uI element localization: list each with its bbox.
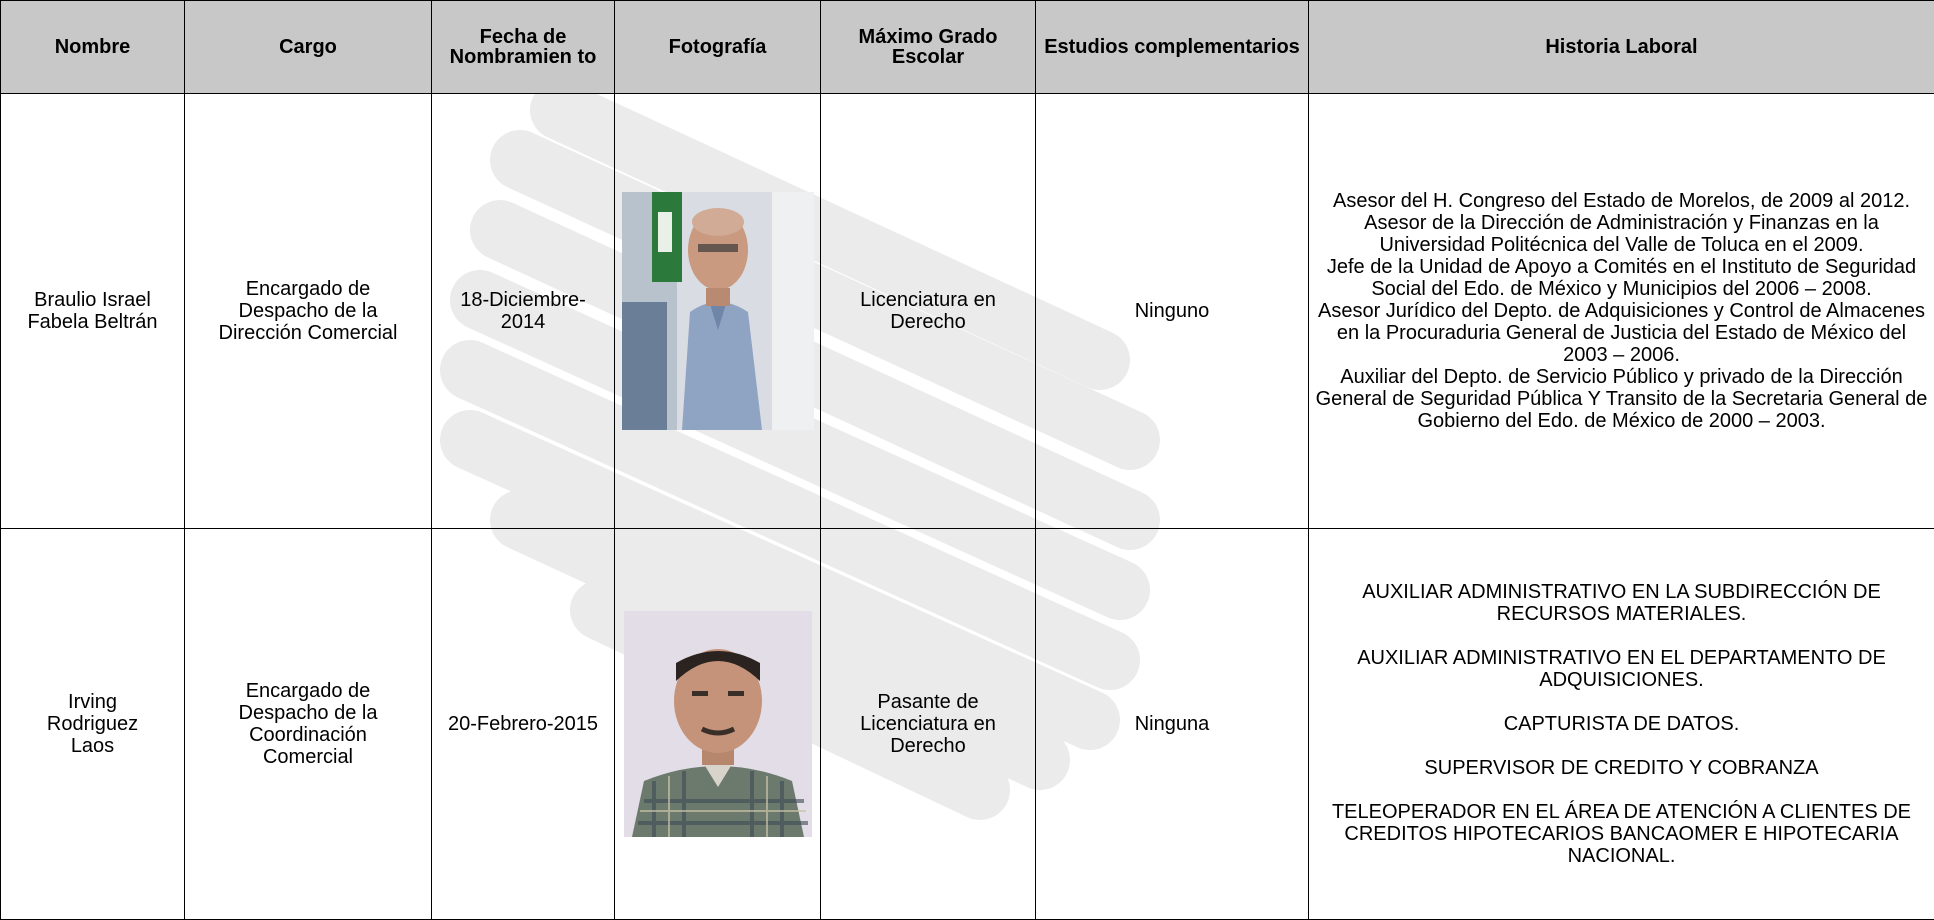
header-fecha: Fecha de Nombramien to: [432, 1, 615, 94]
cell-fecha: 18-Diciembre-2014: [432, 94, 615, 529]
cell-cargo: Encargado de Despacho de la Dirección Co…: [185, 94, 432, 529]
historia-entry: Auxiliar del Depto. de Servicio Público …: [1315, 366, 1928, 432]
cargo-text: Encargado de Despacho de la Dirección Co…: [219, 278, 398, 344]
historia-entry: SUPERVISOR DE CREDITO Y COBRANZA: [1315, 757, 1928, 779]
table-row: Braulio Israel Fabela Beltrán Encargado …: [1, 94, 1934, 529]
header-historia: Historia Laboral: [1309, 1, 1934, 94]
historia-entry: Asesor de la Dirección de Administración…: [1315, 212, 1928, 256]
historia-entry: AUXILIAR ADMINISTRATIVO EN EL DEPARTAMEN…: [1315, 647, 1928, 691]
cell-historia: AUXILIAR ADMINISTRATIVO EN LA SUBDIRECCI…: [1309, 529, 1934, 920]
grado-text: Licenciatura en Derecho: [860, 289, 996, 333]
historia-entry: TELEOPERADOR EN EL ÁREA DE ATENCIÓN A CL…: [1315, 801, 1928, 867]
header-cargo: Cargo: [185, 1, 432, 94]
estudios-text: Ninguna: [1135, 713, 1210, 735]
fecha-text: 20-Febrero-2015: [448, 713, 598, 735]
estudios-text: Ninguno: [1135, 300, 1210, 322]
person-photo: [622, 192, 814, 430]
cell-cargo: Encargado de Despacho de la Coordinación…: [185, 529, 432, 920]
cell-estudios: Ninguno: [1036, 94, 1309, 529]
cell-historia: Asesor del H. Congreso del Estado de Mor…: [1309, 94, 1934, 529]
fecha-text: 18-Diciembre-2014: [460, 289, 586, 333]
header-estudios: Estudios complementarios: [1036, 1, 1309, 94]
table-row: Irving Rodriguez Laos Encargado de Despa…: [1, 529, 1934, 920]
cargo-text: Encargado de Despacho de la Coordinación…: [239, 680, 378, 768]
cell-nombre: Braulio Israel Fabela Beltrán: [1, 94, 185, 529]
cell-fotografia: [615, 94, 821, 529]
header-grado: Máximo Grado Escolar: [821, 1, 1036, 94]
header-grado-label: Máximo Grado Escolar: [859, 26, 998, 68]
spacer: [1315, 691, 1928, 713]
spacer: [1315, 779, 1928, 801]
cell-fotografia: [615, 529, 821, 920]
historia-entry: Jefe de la Unidad de Apoyo a Comités en …: [1315, 256, 1928, 300]
person-photo: [624, 611, 812, 837]
cell-fecha: 20-Febrero-2015: [432, 529, 615, 920]
historia-entry: CAPTURISTA DE DATOS.: [1315, 713, 1928, 735]
header-fecha-label: Fecha de Nombramien to: [450, 26, 597, 68]
nombre-text: Braulio Israel Fabela Beltrán: [27, 289, 157, 333]
header-row: Nombre Cargo Fecha de Nombramien to Foto…: [1, 1, 1934, 94]
historia-entry: AUXILIAR ADMINISTRATIVO EN LA SUBDIRECCI…: [1315, 581, 1928, 625]
historia-entry: Asesor del H. Congreso del Estado de Mor…: [1315, 190, 1928, 212]
historia-entry: Asesor Jurídico del Depto. de Adquisicio…: [1315, 300, 1928, 366]
nombre-text: Irving Rodriguez Laos: [47, 691, 138, 757]
spacer: [1315, 735, 1928, 757]
cell-estudios: Ninguna: [1036, 529, 1309, 920]
header-fotografia: Fotografía: [615, 1, 821, 94]
cell-grado: Licenciatura en Derecho: [821, 94, 1036, 529]
cell-grado: Pasante de Licenciatura en Derecho: [821, 529, 1036, 920]
cell-nombre: Irving Rodriguez Laos: [1, 529, 185, 920]
grado-text: Pasante de Licenciatura en Derecho: [860, 691, 996, 757]
spacer: [1315, 625, 1928, 647]
header-nombre: Nombre: [1, 1, 185, 94]
